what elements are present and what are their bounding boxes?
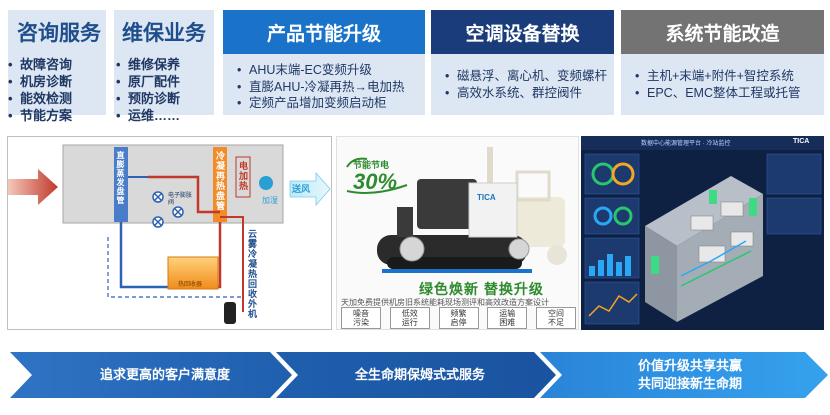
- list-item: 磁悬浮、离心机、变频螺杆: [445, 68, 614, 85]
- list-item: 预防诊断: [114, 90, 214, 107]
- supply-air-label: 送风: [292, 184, 311, 194]
- stage-1-label: 追求更高的客户满意度: [99, 367, 230, 382]
- dashboard-title: 数据中心能源管理平台 · 冷站监控: [641, 141, 731, 147]
- stage-2-arrow: [276, 352, 556, 398]
- return-air-arrow: [8, 169, 58, 205]
- maintain-title: 维保业务: [122, 22, 206, 45]
- tag-space: 空间不足: [536, 307, 576, 329]
- list-item: 直膨AHU-冷凝再热→电加热: [237, 79, 425, 96]
- heat-recovery-label: 热回收器: [178, 282, 203, 288]
- system-list: 主机+末端+附件+智控系统 EPC、EMC整体工程或托管: [621, 68, 824, 101]
- heat-recovery-unit: [167, 256, 219, 290]
- ahu-schematic-panel: 直膨蒸发盘管 冷凝再热盘管 电加热 加湿 送风 电子膨胀阀 热回收器 云雾冷凝热…: [7, 136, 332, 330]
- dashboard-graphic: [581, 136, 824, 325]
- list-item: 运维……: [114, 107, 214, 124]
- list-item: EPC、EMC整体工程或托管: [635, 85, 824, 102]
- expansion-valve-3: [152, 216, 164, 228]
- pipe-red: [148, 175, 220, 214]
- tag-efficiency: 低效运行: [389, 307, 430, 329]
- list-item: 原厂配件: [114, 73, 214, 90]
- stage-3-arrow: [540, 352, 828, 398]
- product-header: 产品节能升级: [223, 10, 425, 54]
- ahu-schematic-diagram: [8, 144, 331, 324]
- tag-transport: 运输困难: [487, 307, 528, 329]
- product-upgrade-box: 产品节能升级 AHU末端-EC变频升级 直膨AHU-冷凝再热→电加热 定频产品增…: [223, 10, 425, 115]
- compressor-block: [417, 179, 477, 229]
- list-item: 机房诊断: [8, 73, 106, 90]
- badge-value: 30%: [353, 169, 398, 194]
- consult-service-box: 咨询服务 故障咨询 机房诊断 能效检测 节能方案: [8, 10, 106, 124]
- lifecycle-arrows: [10, 352, 828, 398]
- stage-3-label-line1: 价值升级共享共赢: [637, 358, 742, 373]
- brand-logo: TICA: [477, 193, 496, 202]
- pipe-outdoor: [220, 216, 244, 312]
- monitoring-dashboard-panel: 数据中心能源管理平台 · 冷站监控 TICA: [581, 136, 824, 330]
- pain-point-tags: 噪音污染 低效运行 频繁启停 运输困难 空间不足: [341, 307, 576, 329]
- list-item: 维修保养: [114, 56, 214, 73]
- list-item: 故障咨询: [8, 56, 106, 73]
- chiller-replacement-panel: 节能节电 30% TICA 绿色焕新 替换升级 天加免费提供机房旧系统能耗现场测…: [336, 136, 579, 330]
- maintain-service-box: 维保业务 维修保养 原厂配件 预防诊断 运维……: [114, 10, 214, 124]
- evaporator-label: 直膨蒸发盘管: [116, 151, 125, 205]
- tag-cycling: 频繁启停: [438, 307, 479, 329]
- ac-list: 磁悬浮、离心机、变频螺杆 高效水系统、群控阀件: [431, 68, 614, 101]
- expansion-valve-2: [172, 206, 184, 218]
- list-item: 定频产品增加变频启动柜: [237, 95, 425, 112]
- service-note: 天加免费提供机房旧系统能耗现场测评和高效改造方案设计: [341, 298, 549, 307]
- maintain-header: 维保业务: [114, 10, 214, 54]
- chiller-illustration: [377, 147, 567, 273]
- list-item: 能效检测: [8, 90, 106, 107]
- stage-2-label: 全生命期保姆式式服务: [354, 367, 485, 382]
- heater-label: 电加热: [238, 161, 248, 191]
- evaporator-coil: [114, 147, 128, 222]
- expansion-valve-label: 电子膨胀阀: [168, 193, 193, 206]
- slogan-text: 绿色焕新 替换升级: [419, 281, 544, 297]
- badge-label: 节能节电: [353, 160, 390, 170]
- system-retrofit-box: 系统节能改造 主机+末端+附件+智控系统 EPC、EMC整体工程或托管: [621, 10, 824, 115]
- humidifier-label: 加湿: [262, 196, 278, 205]
- maintain-list: 维修保养 原厂配件 预防诊断 运维……: [114, 56, 214, 124]
- pipe-blue: [119, 222, 168, 289]
- consult-list: 故障咨询 机房诊断 能效检测 节能方案: [8, 56, 106, 124]
- humidifier: [259, 176, 273, 190]
- control-cabinet: [468, 182, 518, 238]
- compressor: [224, 302, 236, 324]
- reheat-coil: [213, 147, 227, 222]
- energy-saving-badge: 节能节电 30%: [343, 155, 411, 199]
- consult-title: 咨询服务: [17, 22, 101, 45]
- stage-3-label-line2: 共同迎接新生命期: [637, 376, 742, 391]
- ac-header: 空调设备替换: [431, 10, 614, 54]
- system-header: 系统节能改造: [621, 10, 824, 54]
- supply-air-arrow: [289, 171, 331, 207]
- expansion-valve: [152, 191, 164, 203]
- list-item: 主机+末端+附件+智控系统: [635, 68, 824, 85]
- consult-header: 咨询服务: [8, 10, 106, 54]
- stage-1-arrow: [10, 352, 292, 398]
- outdoor-unit-label: 云雾冷凝热回收外机: [247, 229, 257, 319]
- list-item: 高效水系统、群控阀件: [445, 85, 614, 102]
- list-item: 节能方案: [8, 107, 106, 124]
- list-item: AHU末端-EC变频升级: [237, 62, 425, 79]
- dashboard-logo: TICA: [793, 138, 810, 145]
- tag-noise: 噪音污染: [341, 307, 381, 329]
- reheat-label: 冷凝再热盘管: [215, 151, 225, 211]
- ac-replace-box: 空调设备替换 磁悬浮、离心机、变频螺杆 高效水系统、群控阀件: [431, 10, 614, 115]
- product-list: AHU末端-EC变频升级 直膨AHU-冷凝再热→电加热 定频产品增加变频启动柜: [223, 62, 425, 112]
- electric-heater: [235, 156, 251, 198]
